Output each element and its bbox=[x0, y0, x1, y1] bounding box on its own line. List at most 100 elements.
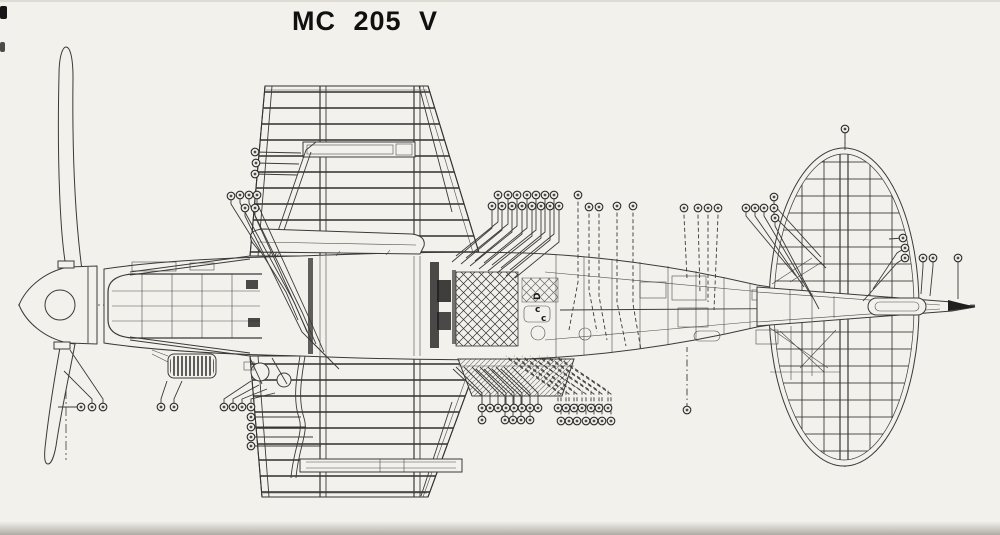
callout-number bbox=[696, 206, 700, 210]
callout-group-tail-right-labels bbox=[862, 233, 963, 302]
callout-number bbox=[231, 405, 235, 409]
callout-group-wing-root-upper-cluster bbox=[226, 190, 340, 370]
callout-number bbox=[921, 256, 925, 260]
callout-number bbox=[159, 405, 163, 409]
callout-number bbox=[584, 419, 588, 423]
callout-group-fuselage-bottom-group-a bbox=[452, 366, 543, 425]
aileron-hinge-top bbox=[418, 85, 453, 213]
callout-number bbox=[682, 206, 686, 210]
callout-number bbox=[172, 405, 176, 409]
callout-number bbox=[744, 206, 748, 210]
callout-number bbox=[238, 193, 242, 197]
aileron-hinge-bottom bbox=[420, 401, 453, 497]
callout-number bbox=[557, 204, 561, 208]
leader-line bbox=[920, 258, 924, 295]
callout-number bbox=[597, 406, 601, 410]
callout-number bbox=[600, 419, 604, 423]
callout-number bbox=[772, 195, 776, 199]
leader-line bbox=[254, 173, 298, 176]
propeller-blade-upper bbox=[57, 46, 83, 273]
callout-number bbox=[503, 418, 507, 422]
callout-number bbox=[615, 204, 619, 208]
leader-line bbox=[255, 162, 300, 165]
callout-number bbox=[520, 204, 524, 208]
callout-number bbox=[253, 172, 257, 176]
callout-number bbox=[254, 161, 258, 165]
carburetor-scoop bbox=[250, 228, 425, 258]
callout-number bbox=[762, 206, 766, 210]
callout-number bbox=[249, 405, 253, 409]
callout-number bbox=[543, 193, 547, 197]
callout-group-wing-leading-edge-labels bbox=[250, 147, 302, 179]
callout-number bbox=[490, 204, 494, 208]
callout-number bbox=[253, 206, 257, 210]
leader-line bbox=[254, 151, 302, 154]
callout-number bbox=[249, 444, 253, 448]
oxygen-bottle bbox=[693, 330, 721, 342]
callout-number bbox=[488, 406, 492, 410]
callout-number bbox=[589, 406, 593, 410]
tail-struts bbox=[755, 257, 840, 380]
callout-group-stabilizer-left-cluster bbox=[741, 192, 827, 310]
callout-number bbox=[592, 419, 596, 423]
callout-number bbox=[536, 406, 540, 410]
callout-number bbox=[606, 406, 610, 410]
leader-line bbox=[929, 258, 934, 297]
callout-number bbox=[580, 406, 584, 410]
callout-number bbox=[519, 418, 523, 422]
callout-number bbox=[249, 425, 253, 429]
callout-group-oil-cooler-labels bbox=[156, 380, 183, 412]
tailwheel-bay bbox=[867, 297, 927, 316]
leader-line bbox=[223, 380, 252, 407]
callout-number bbox=[901, 236, 905, 240]
callout-number bbox=[229, 194, 233, 198]
callout-number bbox=[548, 204, 552, 208]
callout-number bbox=[552, 193, 556, 197]
callout-number bbox=[253, 150, 257, 154]
callout-number bbox=[773, 216, 777, 220]
cowl-machine-guns bbox=[129, 255, 251, 357]
ventral-radiator bbox=[457, 358, 575, 397]
callout-number bbox=[843, 127, 847, 131]
wing-gun-bay bbox=[302, 141, 416, 158]
callout-group-fuselage-top-singles bbox=[568, 190, 642, 351]
callout-number bbox=[685, 408, 689, 412]
callout-number bbox=[520, 406, 524, 410]
callout-number bbox=[631, 204, 635, 208]
callout-number bbox=[511, 418, 515, 422]
callout-number bbox=[772, 206, 776, 210]
callout-number bbox=[931, 256, 935, 260]
callout-number bbox=[903, 256, 907, 260]
callout-number bbox=[539, 204, 543, 208]
callout-number bbox=[504, 406, 508, 410]
annotation-letters: Dcc bbox=[533, 293, 546, 324]
callout-number bbox=[249, 415, 253, 419]
callout-number bbox=[534, 193, 538, 197]
callout-number bbox=[101, 405, 105, 409]
callout-number bbox=[240, 405, 244, 409]
callout-number bbox=[496, 193, 500, 197]
callout-number bbox=[556, 406, 560, 410]
callout-number bbox=[528, 406, 532, 410]
leader-line bbox=[69, 349, 104, 407]
annotation-letter: c bbox=[535, 305, 540, 315]
callout-group-rear-fuselage-labels bbox=[679, 203, 723, 311]
callout-number bbox=[512, 406, 516, 410]
callout-number bbox=[496, 406, 500, 410]
fuselage bbox=[103, 228, 976, 397]
radiator-pipe bbox=[290, 355, 306, 479]
callout-number bbox=[572, 406, 576, 410]
oil-cooler bbox=[151, 349, 217, 379]
callout-group-fuselage-top-rows bbox=[451, 190, 564, 279]
callout-number bbox=[609, 419, 613, 423]
callout-number bbox=[559, 419, 563, 423]
annotation-letter: c bbox=[541, 314, 546, 324]
tail-tip bbox=[948, 300, 975, 311]
callout-number bbox=[525, 193, 529, 197]
callout-number bbox=[480, 406, 484, 410]
callout-number bbox=[243, 206, 247, 210]
callout-number bbox=[564, 406, 568, 410]
callout-number bbox=[716, 206, 720, 210]
